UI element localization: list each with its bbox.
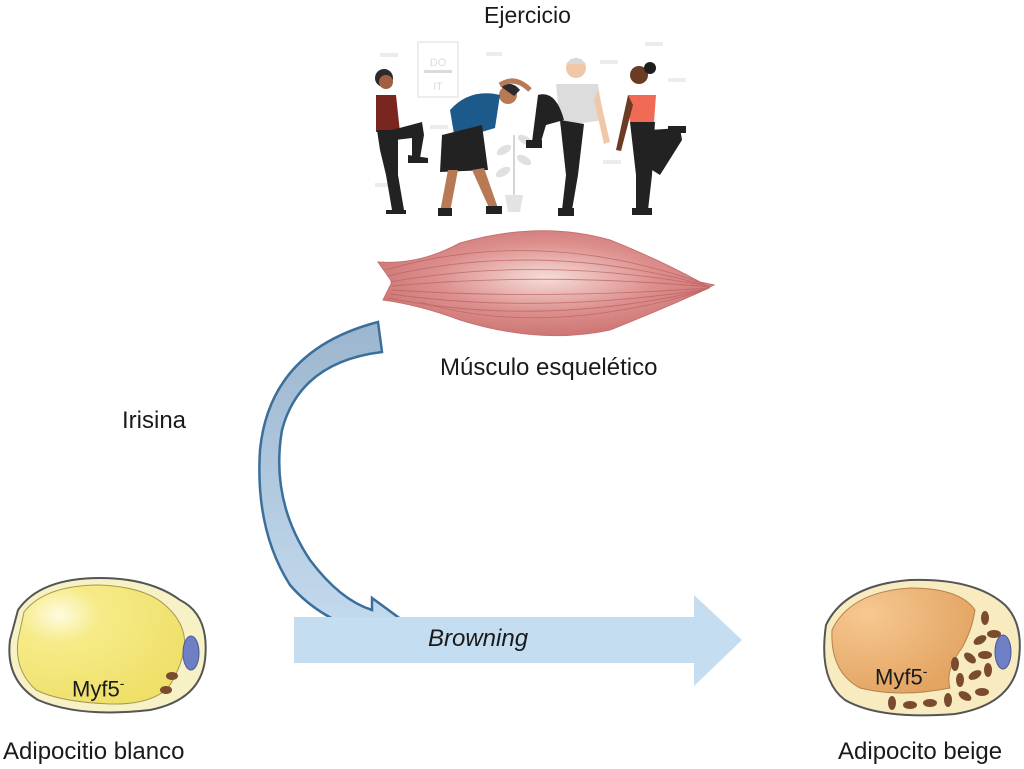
mitochondria-cluster — [888, 611, 1001, 710]
person-3-icon — [526, 58, 610, 216]
person-2-icon — [438, 78, 532, 216]
skeletal-muscle-icon — [376, 230, 716, 337]
label-irisina: Irisina — [122, 407, 187, 434]
title-exercise: Ejercicio — [484, 2, 571, 28]
poster-icon: DO IT — [417, 41, 459, 98]
mitochondrion-icon — [160, 686, 172, 694]
beige-marker-sign: - — [922, 663, 928, 679]
nucleus-icon — [182, 635, 200, 671]
label-skeletal-muscle: Músculo esquelético — [440, 354, 658, 381]
muscle-fibers — [384, 250, 711, 319]
label-white-adipocyte: Adipocitio blanco — [3, 738, 185, 765]
white-marker-sign: - — [119, 675, 125, 691]
label-browning: Browning — [428, 625, 529, 652]
plant-icon — [495, 134, 533, 212]
white-adipocyte-icon — [8, 576, 207, 714]
label-beige-adipocyte: Adipocito beige — [838, 738, 1003, 765]
exercise-illustration: DO IT — [375, 41, 686, 216]
poster-text-top: DO — [430, 57, 447, 69]
person-4-icon — [616, 62, 686, 215]
poster-text-bottom: IT — [433, 81, 443, 93]
mitochondrion-icon — [166, 672, 178, 680]
label-white-marker: Myf5- — [72, 675, 124, 702]
browning-arrow — [294, 595, 742, 686]
person-1-icon — [375, 69, 428, 214]
label-beige-marker: Myf5- — [875, 663, 927, 690]
irisina-arrow — [258, 320, 405, 649]
white-marker-name: Myf5 — [72, 676, 120, 702]
beige-marker-name: Myf5 — [875, 664, 923, 690]
wall-bricks — [375, 42, 686, 187]
beige-adipocyte-icon — [823, 578, 1021, 717]
nucleus-icon — [994, 634, 1012, 670]
